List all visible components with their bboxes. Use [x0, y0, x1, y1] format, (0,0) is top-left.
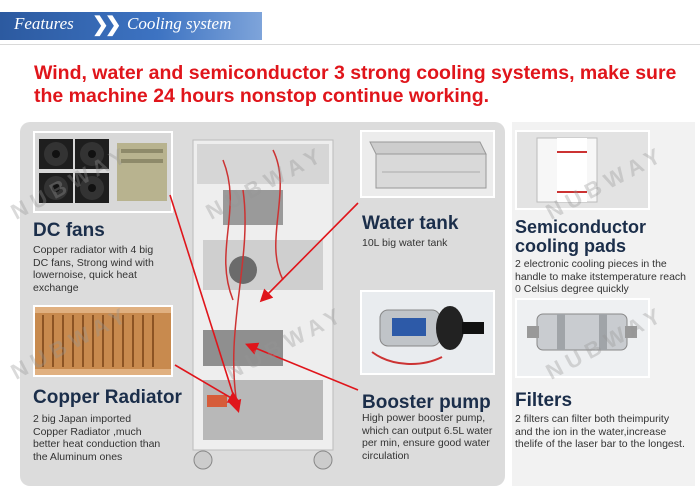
- water-tank-photo: [360, 130, 495, 198]
- header-cooling-label: Cooling system: [127, 14, 232, 33]
- water-tank-title: Water tank: [362, 213, 459, 234]
- booster-pump-desc: High power booster pump, which can outpu…: [362, 412, 493, 462]
- semiconductor-desc: 2 electronic cooling pieces in the handl…: [515, 258, 687, 295]
- booster-pump-title: Booster pump: [362, 392, 491, 413]
- copper-radiator-title: Copper Radiator: [33, 387, 182, 408]
- copper-radiator-photo: [33, 305, 173, 377]
- semiconductor-photo: [515, 130, 650, 210]
- dc-fans-desc: Copper radiator with 4 big DC fans, Stro…: [33, 244, 154, 294]
- header-bar: [0, 12, 262, 40]
- filters-title: Filters: [515, 390, 573, 411]
- semiconductor-title: Semiconductor cooling pads: [515, 217, 647, 256]
- filters-desc: 2 filters can filter both theimpurity an…: [515, 413, 685, 450]
- booster-pump-photo: [360, 290, 495, 375]
- dc-fans-photo: [33, 131, 173, 213]
- header-divider: [0, 44, 700, 45]
- headline: Wind, water and semiconductor 3 strong c…: [34, 62, 677, 107]
- header: Features ❯❯ Cooling system: [0, 0, 700, 48]
- copper-radiator-desc: 2 big Japan imported Copper Radiator ,mu…: [33, 413, 161, 463]
- double-chevron-icon: ❯❯: [92, 14, 121, 36]
- dc-fans-title: DC fans: [33, 220, 105, 241]
- filters-photo: [515, 298, 650, 378]
- header-features-label: Features: [14, 14, 74, 33]
- water-tank-desc: 10L big water tank: [362, 237, 448, 249]
